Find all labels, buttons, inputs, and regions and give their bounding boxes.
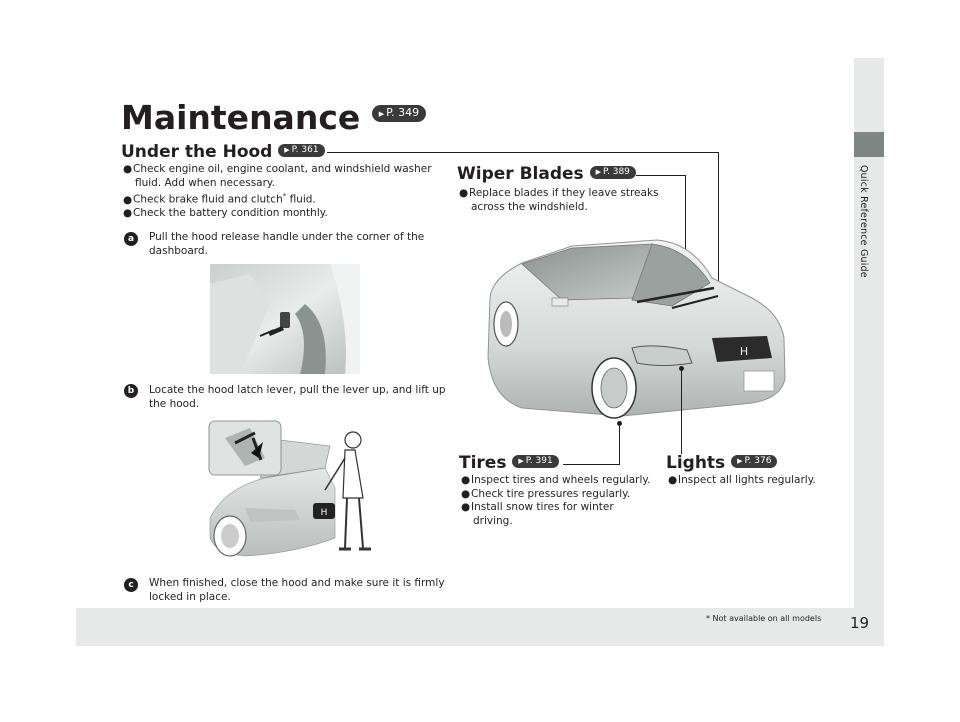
tires-heading: Tires ▶P. 391 xyxy=(459,453,559,473)
hood-leader-vertical xyxy=(718,152,719,310)
page-title-text: Maintenance xyxy=(121,98,361,137)
bullet-text: Install snow tires for winter xyxy=(471,501,614,513)
tires-leader-point xyxy=(617,421,622,426)
car-illustration: H xyxy=(487,239,786,419)
page-title: Maintenance ▶P. 349 xyxy=(121,98,427,137)
tires-bullets: ●Inspect tires and wheels regularly. ●Ch… xyxy=(461,474,661,528)
footnote-mark: * xyxy=(282,192,287,200)
step-b-text: Locate the hood latch lever, pull the le… xyxy=(149,384,449,411)
bullet-text: Check tire pressures regularly. xyxy=(471,487,631,500)
hood-ref-text: P. 361 xyxy=(291,144,319,155)
lights-leader-vertical xyxy=(681,368,682,454)
tires-page-ref[interactable]: ▶P. 391 xyxy=(512,454,559,468)
hood-page-ref[interactable]: ▶P. 361 xyxy=(278,143,325,157)
list-item: ●Check brake fluid and clutch* fluid. xyxy=(123,190,443,207)
step-line: Pull the hood release handle under the c… xyxy=(149,231,425,243)
list-item: ●Inspect all lights regularly. xyxy=(668,474,848,488)
lights-heading: Lights ▶P. 376 xyxy=(666,453,778,473)
tires-leader-vertical xyxy=(619,425,620,465)
hood-heading: Under the Hood ▶P. 361 xyxy=(121,142,325,162)
step-line: When finished, close the hood and make s… xyxy=(149,577,445,589)
tires-leader-line xyxy=(563,464,620,465)
ref-arrow-icon: ▶ xyxy=(284,145,290,154)
wiper-heading: Wiper Blades ▶P. 389 xyxy=(457,164,636,184)
step-line: locked in place. xyxy=(149,590,231,603)
title-ref-text: P. 349 xyxy=(386,106,420,119)
bullet-icon: ● xyxy=(668,474,678,486)
lights-leader-point xyxy=(679,366,684,371)
footnote-mark: * xyxy=(706,614,710,623)
ref-arrow-icon: ▶ xyxy=(518,456,524,465)
hood-heading-text: Under the Hood xyxy=(121,142,273,162)
lights-heading-text: Lights xyxy=(666,453,726,473)
section-tab[interactable] xyxy=(854,132,884,157)
bullet-text: Check engine oil, engine coolant, and wi… xyxy=(133,163,432,175)
lights-bullets: ●Inspect all lights regularly. xyxy=(668,474,848,488)
bullet-text: across the windshield. xyxy=(471,200,588,213)
step-line: dashboard. xyxy=(149,244,208,257)
bullet-text: Inspect all lights regularly. xyxy=(678,474,816,486)
bullet-icon: ● xyxy=(123,163,133,175)
lights-page-ref[interactable]: ▶P. 376 xyxy=(731,454,778,468)
footer-band xyxy=(76,608,884,646)
title-page-ref[interactable]: ▶P. 349 xyxy=(371,105,427,122)
step-a-text: Pull the hood release handle under the c… xyxy=(149,231,449,258)
ref-arrow-icon: ▶ xyxy=(378,110,385,118)
bullet-text: Check the battery condition monthly. xyxy=(133,207,328,219)
list-item: ●Inspect tires and wheels regularly. xyxy=(461,474,661,488)
bullet-text: fluid. Add when necessary. xyxy=(135,176,275,189)
bullet-icon: ● xyxy=(461,487,471,500)
step-badge-c: c xyxy=(124,578,138,592)
hood-bullets: ●Check engine oil, engine coolant, and w… xyxy=(123,163,443,221)
lights-ref-text: P. 376 xyxy=(744,455,772,466)
tires-heading-text: Tires xyxy=(459,453,507,473)
bullet-text: Inspect tires and wheels regularly. xyxy=(471,474,651,486)
wiper-heading-text: Wiper Blades xyxy=(457,164,584,184)
step-line: Locate the hood latch lever, pull the le… xyxy=(149,384,446,396)
list-item: ●Install snow tires for winter xyxy=(461,501,661,515)
bullet-icon: ● xyxy=(459,187,469,199)
wiper-ref-text: P. 389 xyxy=(602,166,630,177)
wiper-leader-line xyxy=(636,175,685,176)
ref-arrow-icon: ▶ xyxy=(595,167,601,176)
step-line: the hood. xyxy=(149,397,200,410)
footnote-text: Not available on all models xyxy=(712,614,822,623)
ref-arrow-icon: ▶ xyxy=(737,456,743,465)
list-item: ●Check tire pressures regularly. xyxy=(461,488,661,502)
list-item: ●Replace blades if they leave streaks xyxy=(459,187,679,201)
side-label: Quick Reference Guide xyxy=(858,165,869,278)
page-number: 19 xyxy=(850,614,870,632)
hood-release-photo xyxy=(210,264,360,374)
step-badge-b: b xyxy=(124,384,138,398)
lift-hood-illustration: H xyxy=(208,420,371,557)
wiper-page-ref[interactable]: ▶P. 389 xyxy=(589,165,636,179)
wiper-leader-vertical xyxy=(685,175,686,296)
step-c-text: When finished, close the hood and make s… xyxy=(149,577,449,604)
bullet-text: driving. xyxy=(473,514,513,527)
wiper-bullets: ●Replace blades if they leave streaks ac… xyxy=(459,187,679,214)
list-item: ●Check the battery condition monthly. xyxy=(123,207,443,221)
bullet-icon: ● xyxy=(123,207,133,219)
bullet-text: Replace blades if they leave streaks xyxy=(469,187,659,199)
bullet-icon: ● xyxy=(123,193,133,206)
list-item: ●Check engine oil, engine coolant, and w… xyxy=(123,163,443,177)
hood-leader-line xyxy=(327,152,718,153)
step-badge-a: a xyxy=(124,232,138,246)
bullet-text: fluid. xyxy=(286,193,316,206)
car-badge-icon: H xyxy=(740,345,748,358)
bullet-icon: ● xyxy=(461,474,471,486)
tires-ref-text: P. 391 xyxy=(525,455,553,466)
footnote: * Not available on all models xyxy=(706,614,821,623)
car-badge-icon: H xyxy=(321,508,328,518)
bullet-text: Check brake fluid and clutch xyxy=(133,193,283,206)
bullet-icon: ● xyxy=(461,501,471,513)
